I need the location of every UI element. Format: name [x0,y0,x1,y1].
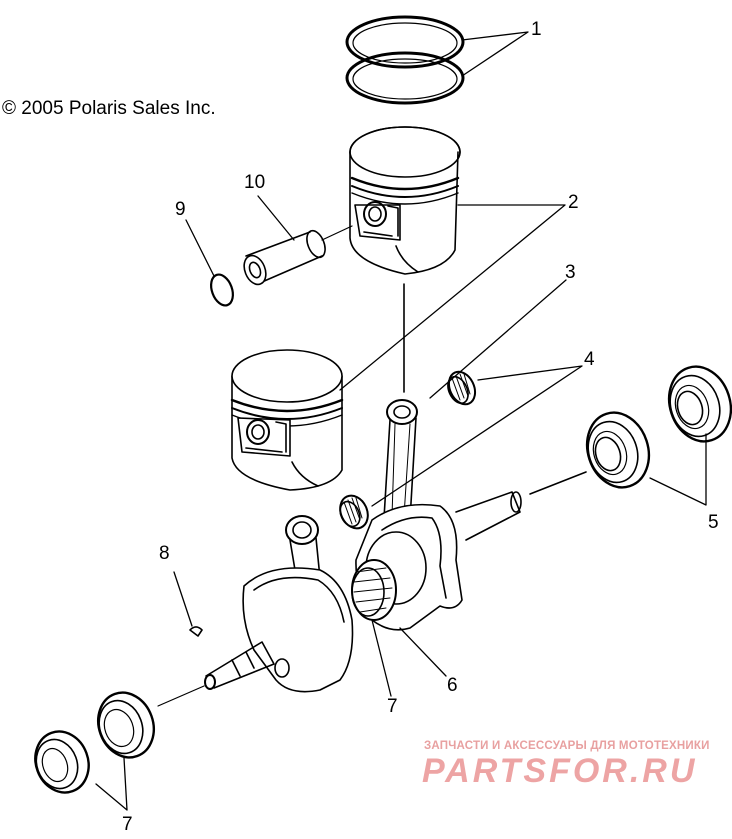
needle-bearing-lower [339,494,369,530]
callout-7-front: 7 [122,814,133,835]
callout-6: 6 [447,675,458,696]
woodruff-key [189,626,203,637]
callout-5: 5 [708,512,719,533]
connecting-rod-rear [383,399,418,521]
piston-lower [230,349,344,491]
callout-7-center: 7 [387,696,398,717]
piston-upper [349,126,461,275]
seal-front-outer [34,730,90,794]
bearing-rear-inner [585,411,651,489]
bearing-front-inner [97,691,155,759]
watermark-caption: ЗАПЧАСТИ И АКСЕССУАРЫ ДЛЯ МОТОТЕХНИКИ [424,740,710,752]
callout-4: 4 [584,349,595,370]
circlip [210,273,234,307]
callout-9: 9 [175,199,186,220]
callout-8: 8 [159,543,170,564]
copyright-notice: © 2005 Polaris Sales Inc. [2,98,216,119]
leader-lines [95,31,707,811]
needle-bearing-upper [447,370,477,406]
watermark-brand: PARTSFOR.RU [422,752,698,790]
callout-10: 10 [244,172,266,193]
wrist-pin [243,225,353,286]
callout-3: 3 [565,262,576,283]
bearing-rear-outer [667,365,732,443]
crankshaft [204,491,522,693]
piston-rings [345,15,465,105]
callout-1: 1 [531,19,542,40]
callout-2: 2 [568,192,579,213]
